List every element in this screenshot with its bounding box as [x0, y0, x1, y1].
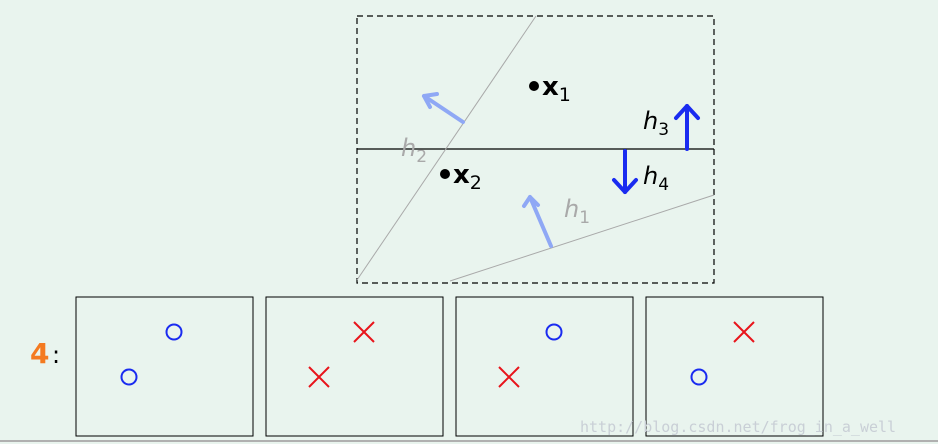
panel-3-x1-circle — [545, 323, 563, 341]
dichotomy-panel-1 — [75, 296, 254, 437]
panel-1-x1-circle — [165, 323, 183, 341]
h2-label: h2 — [401, 134, 427, 167]
panel-4-x1-cross — [733, 321, 755, 343]
watermark: http://blog.csdn.net/frog_in_a_well — [580, 418, 896, 436]
panel-2-x2-cross — [308, 366, 330, 388]
h2-boundary-line — [356, 15, 537, 281]
dichotomy-count-separator: : — [52, 341, 60, 369]
panel-3-x2-cross — [498, 366, 520, 388]
x2-label: x2 — [453, 160, 482, 194]
h3-direction-arrow — [674, 104, 700, 151]
x1-label: x1 — [542, 72, 571, 106]
h4-direction-arrow — [612, 149, 638, 194]
bottom-rule — [0, 440, 938, 442]
panel-1-x2-circle — [120, 368, 138, 386]
panel-4-x2-circle — [690, 368, 708, 386]
dichotomy-panel-2 — [265, 296, 444, 437]
panel-2-x1-cross — [353, 321, 375, 343]
dichotomy-panel-3 — [455, 296, 634, 437]
dichotomy-count: 4 — [30, 337, 49, 370]
h4-label: h4 — [643, 162, 669, 195]
h3-label: h3 — [643, 107, 669, 140]
h2-direction-arrow — [422, 92, 465, 124]
x1-point — [529, 81, 539, 91]
h1-label: h1 — [564, 195, 590, 228]
x2-point — [440, 169, 450, 179]
h1-boundary-line — [449, 194, 715, 282]
dichotomy-panel-4 — [645, 296, 824, 437]
h1-direction-arrow — [522, 195, 553, 248]
dichotomy-panels — [75, 296, 824, 437]
